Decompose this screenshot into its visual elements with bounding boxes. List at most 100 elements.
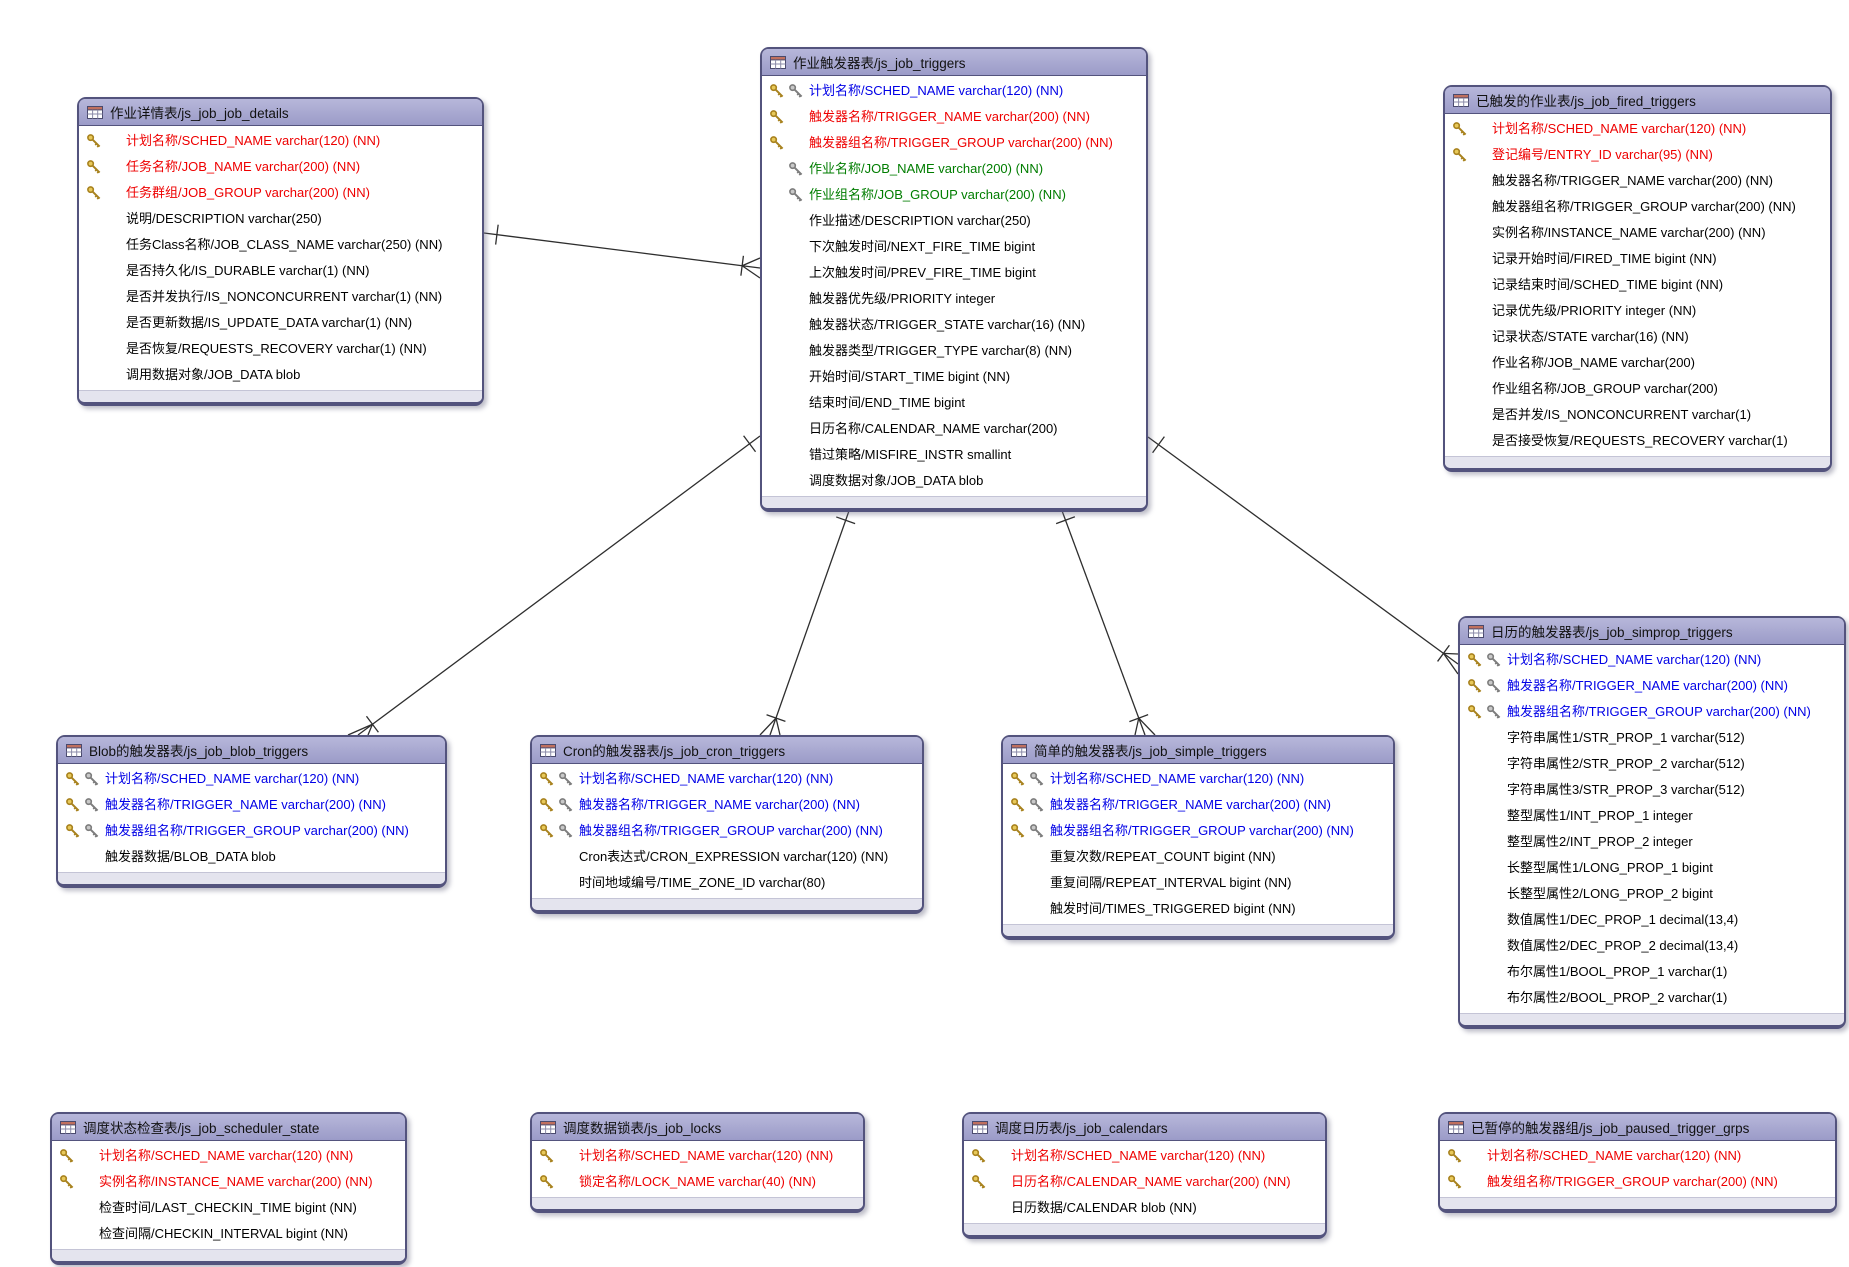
field-row[interactable]: 作业名称/JOB_NAME varchar(200) (NN)	[762, 156, 1146, 182]
field-row[interactable]: 计划名称/SCHED_NAME varchar(120) (NN)	[58, 766, 445, 792]
field-row[interactable]: 上次触发时间/PREV_FIRE_TIME bigint	[762, 260, 1146, 286]
field-row[interactable]: 是否更新数据/IS_UPDATE_DATA varchar(1) (NN)	[79, 310, 482, 336]
field-row[interactable]: 记录状态/STATE varchar(16) (NN)	[1445, 324, 1830, 350]
field-row[interactable]: 作业组名称/JOB_GROUP varchar(200)	[1445, 376, 1830, 402]
field-row[interactable]: 重复间隔/REPEAT_INTERVAL bigint (NN)	[1003, 870, 1393, 896]
table-js_job_cron_triggers[interactable]: Cron的触发器表/js_job_cron_triggers 计划名称/SCHE…	[530, 735, 924, 914]
field-row[interactable]: 长整型属性2/LONG_PROP_2 bigint	[1460, 881, 1844, 907]
field-row[interactable]: 计划名称/SCHED_NAME varchar(120) (NN)	[1460, 647, 1844, 673]
field-row[interactable]: 作业描述/DESCRIPTION varchar(250)	[762, 208, 1146, 234]
table-js_job_simprop_triggers[interactable]: 日历的触发器表/js_job_simprop_triggers 计划名称/SCH…	[1458, 616, 1846, 1029]
table-js_job_fired_triggers[interactable]: 已触发的作业表/js_job_fired_triggers 计划名称/SCHED…	[1443, 85, 1832, 472]
field-row[interactable]: 计划名称/SCHED_NAME varchar(120) (NN)	[79, 128, 482, 154]
field-row[interactable]: 计划名称/SCHED_NAME varchar(120) (NN)	[964, 1143, 1325, 1169]
field-row[interactable]: 检查间隔/CHECKIN_INTERVAL bigint (NN)	[52, 1221, 405, 1247]
field-row[interactable]: 是否并发/IS_NONCONCURRENT varchar(1)	[1445, 402, 1830, 428]
field-row[interactable]: 触发组名称/TRIGGER_GROUP varchar(200) (NN)	[1440, 1169, 1835, 1195]
field-row[interactable]: 数值属性2/DEC_PROP_2 decimal(13,4)	[1460, 933, 1844, 959]
table-header[interactable]: 调度数据锁表/js_job_locks	[532, 1114, 863, 1141]
field-row[interactable]: 触发器组名称/TRIGGER_GROUP varchar(200) (NN)	[762, 130, 1146, 156]
field-row[interactable]: Cron表达式/CRON_EXPRESSION varchar(120) (NN…	[532, 844, 922, 870]
field-row[interactable]: 计划名称/SCHED_NAME varchar(120) (NN)	[1003, 766, 1393, 792]
table-js_job_scheduler_state[interactable]: 调度状态检查表/js_job_scheduler_state 计划名称/SCHE…	[50, 1112, 407, 1265]
table-js_job_blob_triggers[interactable]: Blob的触发器表/js_job_blob_triggers 计划名称/SCHE…	[56, 735, 447, 888]
table-js_job_simple_triggers[interactable]: 简单的触发器表/js_job_simple_triggers 计划名称/SCHE…	[1001, 735, 1395, 940]
field-row[interactable]: 触发器名称/TRIGGER_NAME varchar(200) (NN)	[762, 104, 1146, 130]
field-row[interactable]: 触发器组名称/TRIGGER_GROUP varchar(200) (NN)	[58, 818, 445, 844]
field-row[interactable]: 开始时间/START_TIME bigint (NN)	[762, 364, 1146, 390]
field-row[interactable]: 任务Class名称/JOB_CLASS_NAME varchar(250) (N…	[79, 232, 482, 258]
relationship-triggers-to-simple_triggers[interactable]	[1055, 507, 1156, 736]
relationship-triggers-to-blob_triggers[interactable]	[347, 435, 761, 736]
table-js_job_calendars[interactable]: 调度日历表/js_job_calendars 计划名称/SCHED_NAME v…	[962, 1112, 1327, 1239]
field-row[interactable]: 计划名称/SCHED_NAME varchar(120) (NN)	[52, 1143, 405, 1169]
field-row[interactable]: 错过策略/MISFIRE_INSTR smallint	[762, 442, 1146, 468]
field-row[interactable]: 调用数据对象/JOB_DATA blob	[79, 362, 482, 388]
field-row[interactable]: 触发器名称/TRIGGER_NAME varchar(200) (NN)	[1460, 673, 1844, 699]
table-header[interactable]: 日历的触发器表/js_job_simprop_triggers	[1460, 618, 1844, 645]
table-header[interactable]: 简单的触发器表/js_job_simple_triggers	[1003, 737, 1393, 764]
field-row[interactable]: 触发器组名称/TRIGGER_GROUP varchar(200) (NN)	[532, 818, 922, 844]
field-row[interactable]: 日历名称/CALENDAR_NAME varchar(200) (NN)	[964, 1169, 1325, 1195]
field-row[interactable]: 布尔属性1/BOOL_PROP_1 varchar(1)	[1460, 959, 1844, 985]
field-row[interactable]: 整型属性1/INT_PROP_1 integer	[1460, 803, 1844, 829]
field-row[interactable]: 触发器组名称/TRIGGER_GROUP varchar(200) (NN)	[1003, 818, 1393, 844]
field-row[interactable]: 检查时间/LAST_CHECKIN_TIME bigint (NN)	[52, 1195, 405, 1221]
field-row[interactable]: 整型属性2/INT_PROP_2 integer	[1460, 829, 1844, 855]
relationship-job_details-to-triggers[interactable]	[483, 224, 761, 279]
field-row[interactable]: 计划名称/SCHED_NAME varchar(120) (NN)	[1445, 116, 1830, 142]
field-row[interactable]: 触发器组名称/TRIGGER_GROUP varchar(200) (NN)	[1445, 194, 1830, 220]
table-js_job_locks[interactable]: 调度数据锁表/js_job_locks 计划名称/SCHED_NAME varc…	[530, 1112, 865, 1213]
table-header[interactable]: Blob的触发器表/js_job_blob_triggers	[58, 737, 445, 764]
field-row[interactable]: 调度数据对象/JOB_DATA blob	[762, 468, 1146, 494]
field-row[interactable]: 字符串属性2/STR_PROP_2 varchar(512)	[1460, 751, 1844, 777]
table-js_job_job_details[interactable]: 作业详情表/js_job_job_details 计划名称/SCHED_NAME…	[77, 97, 484, 406]
field-row[interactable]: 触发器组名称/TRIGGER_GROUP varchar(200) (NN)	[1460, 699, 1844, 725]
relationship-triggers-to-simprop_triggers[interactable]	[1147, 436, 1459, 675]
field-row[interactable]: 作业名称/JOB_NAME varchar(200)	[1445, 350, 1830, 376]
field-row[interactable]: 实例名称/INSTANCE_NAME varchar(200) (NN)	[52, 1169, 405, 1195]
field-row[interactable]: 字符串属性1/STR_PROP_1 varchar(512)	[1460, 725, 1844, 751]
field-row[interactable]: 字符串属性3/STR_PROP_3 varchar(512)	[1460, 777, 1844, 803]
field-row[interactable]: 重复次数/REPEAT_COUNT bigint (NN)	[1003, 844, 1393, 870]
field-row[interactable]: 长整型属性1/LONG_PROP_1 bigint	[1460, 855, 1844, 881]
field-row[interactable]: 是否接受恢复/REQUESTS_RECOVERY varchar(1)	[1445, 428, 1830, 454]
field-row[interactable]: 锁定名称/LOCK_NAME varchar(40) (NN)	[532, 1169, 863, 1195]
field-row[interactable]: 触发器优先级/PRIORITY integer	[762, 286, 1146, 312]
table-header[interactable]: Cron的触发器表/js_job_cron_triggers	[532, 737, 922, 764]
field-row[interactable]: 计划名称/SCHED_NAME varchar(120) (NN)	[1440, 1143, 1835, 1169]
field-row[interactable]: 说明/DESCRIPTION varchar(250)	[79, 206, 482, 232]
field-row[interactable]: 触发器名称/TRIGGER_NAME varchar(200) (NN)	[532, 792, 922, 818]
field-row[interactable]: 日历名称/CALENDAR_NAME varchar(200)	[762, 416, 1146, 442]
field-row[interactable]: 触发器类型/TRIGGER_TYPE varchar(8) (NN)	[762, 338, 1146, 364]
field-row[interactable]: 结束时间/END_TIME bigint	[762, 390, 1146, 416]
field-row[interactable]: 数值属性1/DEC_PROP_1 decimal(13,4)	[1460, 907, 1844, 933]
field-row[interactable]: 日历数据/CALENDAR blob (NN)	[964, 1195, 1325, 1221]
field-row[interactable]: 是否并发执行/IS_NONCONCURRENT varchar(1) (NN)	[79, 284, 482, 310]
field-row[interactable]: 时间地域编号/TIME_ZONE_ID varchar(80)	[532, 870, 922, 896]
field-row[interactable]: 下次触发时间/NEXT_FIRE_TIME bigint	[762, 234, 1146, 260]
field-row[interactable]: 记录优先级/PRIORITY integer (NN)	[1445, 298, 1830, 324]
field-row[interactable]: 计划名称/SCHED_NAME varchar(120) (NN)	[762, 78, 1146, 104]
field-row[interactable]: 作业组名称/JOB_GROUP varchar(200) (NN)	[762, 182, 1146, 208]
field-row[interactable]: 触发器名称/TRIGGER_NAME varchar(200) (NN)	[1003, 792, 1393, 818]
table-header[interactable]: 已暂停的触发器组/js_job_paused_trigger_grps	[1440, 1114, 1835, 1141]
field-row[interactable]: 记录开始时间/FIRED_TIME bigint (NN)	[1445, 246, 1830, 272]
field-row[interactable]: 触发器名称/TRIGGER_NAME varchar(200) (NN)	[58, 792, 445, 818]
field-row[interactable]: 记录结束时间/SCHED_TIME bigint (NN)	[1445, 272, 1830, 298]
table-js_job_triggers[interactable]: 作业触发器表/js_job_triggers 计划名称/SCHED_NAME v…	[760, 47, 1148, 512]
table-header[interactable]: 已触发的作业表/js_job_fired_triggers	[1445, 87, 1830, 114]
field-row[interactable]: 计划名称/SCHED_NAME varchar(120) (NN)	[532, 1143, 863, 1169]
field-row[interactable]: 触发时间/TIMES_TRIGGERED bigint (NN)	[1003, 896, 1393, 922]
table-header[interactable]: 作业详情表/js_job_job_details	[79, 99, 482, 126]
relationship-triggers-to-cron_triggers[interactable]	[759, 507, 856, 736]
field-row[interactable]: 实例名称/INSTANCE_NAME varchar(200) (NN)	[1445, 220, 1830, 246]
field-row[interactable]: 是否恢复/REQUESTS_RECOVERY varchar(1) (NN)	[79, 336, 482, 362]
table-js_job_paused_trigger_grps[interactable]: 已暂停的触发器组/js_job_paused_trigger_grps 计划名称…	[1438, 1112, 1837, 1213]
field-row[interactable]: 是否持久化/IS_DURABLE varchar(1) (NN)	[79, 258, 482, 284]
field-row[interactable]: 计划名称/SCHED_NAME varchar(120) (NN)	[532, 766, 922, 792]
field-row[interactable]: 布尔属性2/BOOL_PROP_2 varchar(1)	[1460, 985, 1844, 1011]
field-row[interactable]: 触发器状态/TRIGGER_STATE varchar(16) (NN)	[762, 312, 1146, 338]
table-header[interactable]: 作业触发器表/js_job_triggers	[762, 49, 1146, 76]
field-row[interactable]: 触发器数据/BLOB_DATA blob	[58, 844, 445, 870]
